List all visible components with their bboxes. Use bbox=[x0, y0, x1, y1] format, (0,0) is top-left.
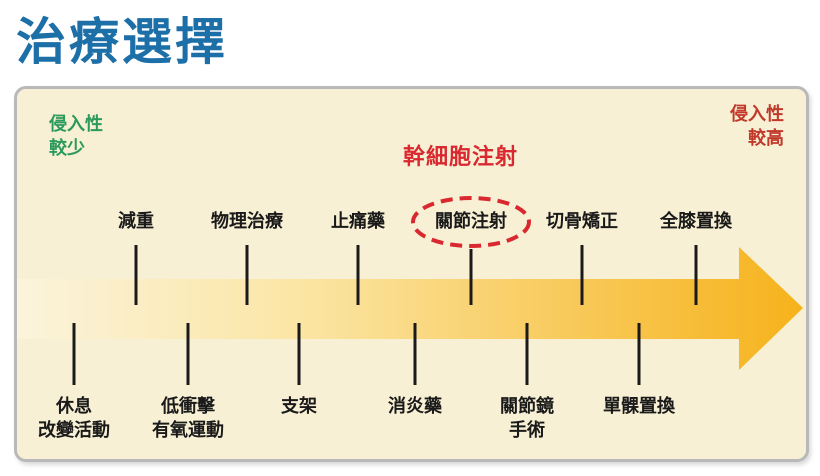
top-tick-painkiller bbox=[357, 245, 360, 305]
bottom-tick-rest bbox=[73, 323, 76, 385]
bottom-item-arthroscopy-line2: 手術 bbox=[500, 419, 554, 443]
top-item-weight-loss: 減重 bbox=[118, 210, 154, 234]
bottom-tick-brace bbox=[298, 323, 301, 385]
bottom-item-low-impact-line2: 有氧運動 bbox=[152, 419, 224, 443]
bottom-item-unicompartmental: 單髁置換 bbox=[603, 395, 675, 419]
bottom-item-rest-line2: 改變活動 bbox=[38, 419, 110, 443]
page-title: 治療選擇 bbox=[16, 2, 228, 74]
bottom-tick-anti-inflammatory bbox=[414, 323, 417, 385]
treatment-diagram-panel: 侵入性 較少 侵入性 較高 幹細胞注射 減重 物理治療 止痛藥 關節注射 切骨矯… bbox=[14, 86, 809, 462]
highlight-caption: 幹細胞注射 bbox=[403, 139, 518, 171]
top-item-total-knee-replacement: 全膝置換 bbox=[660, 210, 732, 234]
top-item-osteotomy: 切骨矯正 bbox=[546, 210, 618, 234]
left-label-line2: 較少 bbox=[49, 137, 103, 161]
right-label-line2: 較高 bbox=[730, 127, 784, 151]
bottom-item-brace: 支架 bbox=[281, 395, 317, 419]
left-label-line1: 侵入性 bbox=[49, 113, 103, 137]
top-item-physiotherapy: 物理治療 bbox=[211, 210, 283, 234]
bottom-item-rest-line1: 休息 bbox=[38, 395, 110, 419]
bottom-item-arthroscopy-line1: 關節鏡 bbox=[500, 395, 554, 419]
right-label-line1: 侵入性 bbox=[730, 103, 784, 127]
bottom-tick-arthroscopy bbox=[526, 323, 529, 385]
bottom-item-anti-inflammatory: 消炎藥 bbox=[388, 395, 442, 419]
bottom-tick-low-impact bbox=[187, 323, 190, 385]
top-item-joint-injection: 關節注射 bbox=[435, 210, 507, 234]
bottom-item-low-impact-line1: 低衝擊 bbox=[152, 395, 224, 419]
top-tick-total-knee-replacement bbox=[695, 245, 698, 305]
top-tick-osteotomy bbox=[581, 245, 584, 305]
bottom-item-low-impact: 低衝擊 有氧運動 bbox=[152, 395, 224, 443]
bottom-tick-unicompartmental bbox=[638, 323, 641, 385]
bottom-item-unicompartmental-line1: 單髁置換 bbox=[603, 395, 675, 419]
top-tick-weight-loss bbox=[135, 245, 138, 305]
left-label: 侵入性 較少 bbox=[49, 113, 103, 161]
right-label: 侵入性 較高 bbox=[730, 103, 784, 151]
bottom-item-rest: 休息 改變活動 bbox=[38, 395, 110, 443]
top-tick-joint-injection bbox=[470, 249, 473, 305]
top-item-painkiller: 止痛藥 bbox=[331, 210, 385, 234]
bottom-item-arthroscopy: 關節鏡 手術 bbox=[500, 395, 554, 443]
bottom-item-anti-inflammatory-line1: 消炎藥 bbox=[388, 395, 442, 419]
bottom-item-brace-line1: 支架 bbox=[281, 395, 317, 419]
top-tick-physiotherapy bbox=[246, 245, 249, 305]
